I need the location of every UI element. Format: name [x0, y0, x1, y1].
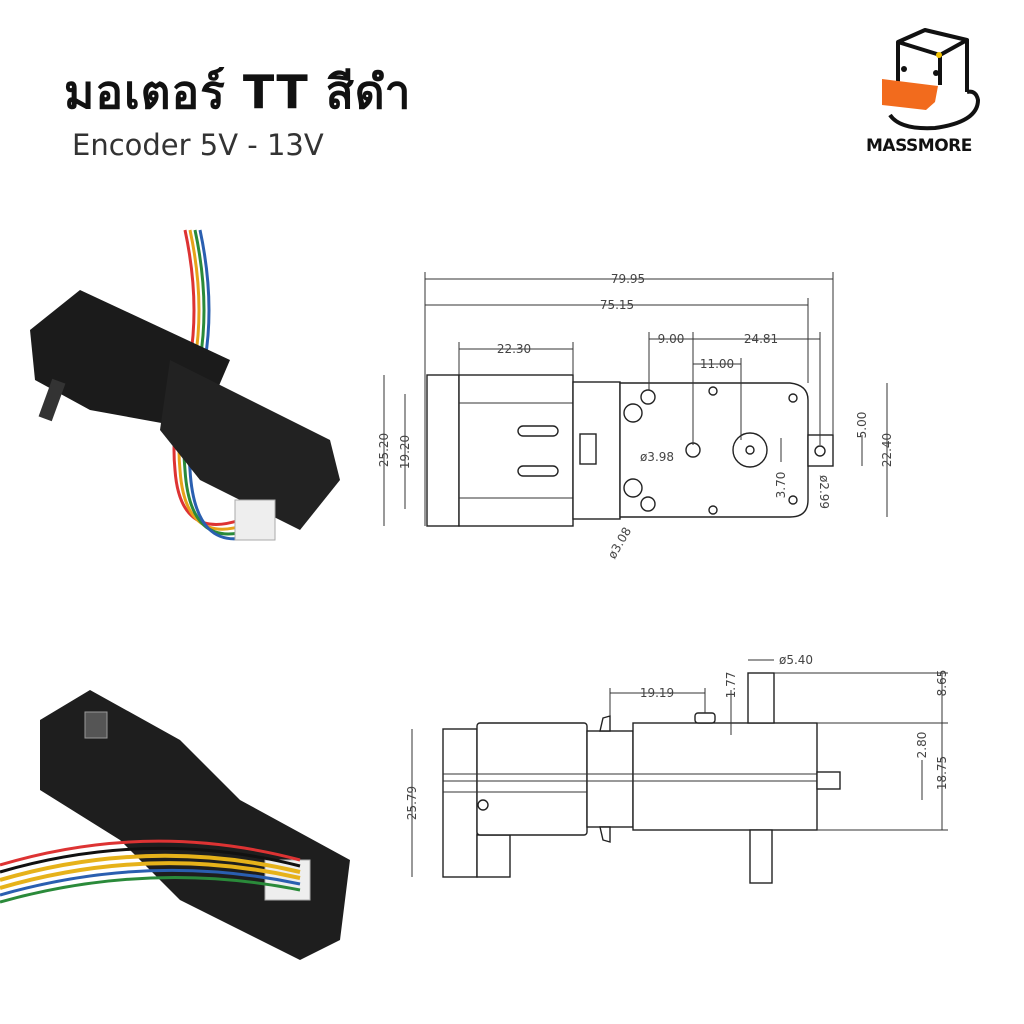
product-title: มอเตอร์ TT สีดำ [64, 65, 412, 119]
dim-body-length: 75.15 [600, 298, 634, 312]
dim-bump-height: 1.77 [724, 672, 738, 699]
dim-can-length: 22.30 [497, 342, 531, 356]
dim-side-offset: 19.19 [640, 686, 674, 700]
side-view-drawing: 25.79 19.19 1.77 ø5.40 8.65 18.75 2.80 [405, 653, 949, 884]
dim-outer-height: 25.20 [377, 433, 391, 467]
dim-hole-to-shaft: 11.00 [700, 357, 734, 371]
motor-photo-bottom [0, 690, 350, 960]
dim-hole-308: ø3.08 [605, 525, 634, 561]
dim-shaft-diameter: ø5.40 [779, 653, 813, 667]
massmore-logo [882, 28, 981, 131]
dim-overall-length: 79.95 [611, 272, 645, 286]
dim-shaft-length: 8.65 [935, 670, 949, 697]
dim-side-height: 25.79 [405, 786, 419, 820]
brand-name: MASSMORE [866, 136, 972, 156]
motor-photo-top [30, 229, 340, 541]
dim-tab-width: 5.00 [855, 412, 869, 439]
dim-hole-299: ø2.99 [817, 475, 831, 509]
top-view-drawing: 79.95 75.15 22.30 9.00 24.81 11.00 25.20… [377, 272, 894, 561]
dim-gearbox-thickness: 18.75 [935, 756, 949, 790]
dim-inner-height: 19.20 [398, 435, 412, 469]
dim-small-shaft: 2.80 [915, 732, 929, 759]
dim-shaft-offset: 3.70 [774, 472, 788, 499]
dim-hole-spacing: 9.00 [658, 332, 685, 346]
dim-shaft-to-tab: 24.81 [744, 332, 778, 346]
dim-hole-398: ø3.98 [640, 450, 674, 464]
product-subtitle: Encoder 5V - 13V [72, 128, 324, 162]
dim-gearbox-height: 22.40 [880, 433, 894, 467]
